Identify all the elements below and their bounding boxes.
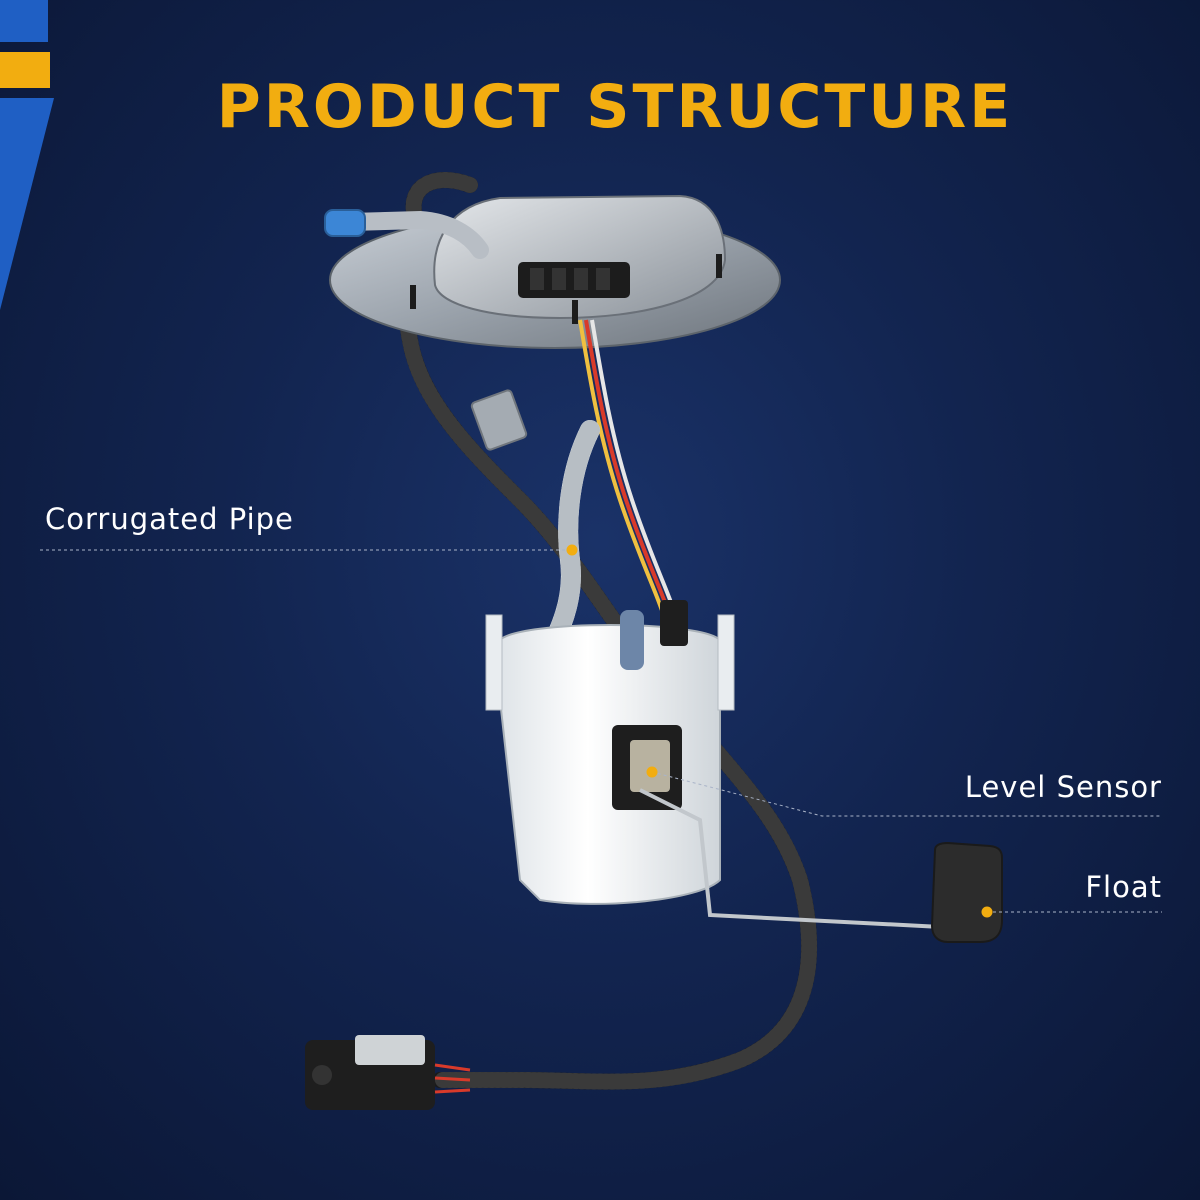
corner-stripes [0,0,54,310]
marker-level-sensor [646,766,658,778]
label-corrugated-pipe: Corrugated Pipe [45,502,294,536]
fuel-outlet-pipe [341,210,489,259]
blue-pipe-cap [324,209,366,237]
pump-inlet-coil [620,610,644,670]
float-arm-rod [639,788,961,930]
pump-reservoir [499,624,721,905]
label-float: Float [1085,870,1162,904]
corner-stripe-blue-top [0,0,48,42]
label-level-sensor: Level Sensor [964,770,1162,804]
marker-float [981,906,993,918]
corner-stripe-blue-bottom [0,98,54,310]
float [930,841,1003,943]
wire-bundle-colored [578,319,667,621]
flange-dome [433,194,727,320]
leader-level-sensor [651,771,1162,817]
harness-plug-grey [470,389,528,451]
marker-corrugated-pipe [566,544,578,556]
page-title: PRODUCT STRUCTURE [216,72,1014,142]
corner-stripe-yellow [0,52,50,88]
